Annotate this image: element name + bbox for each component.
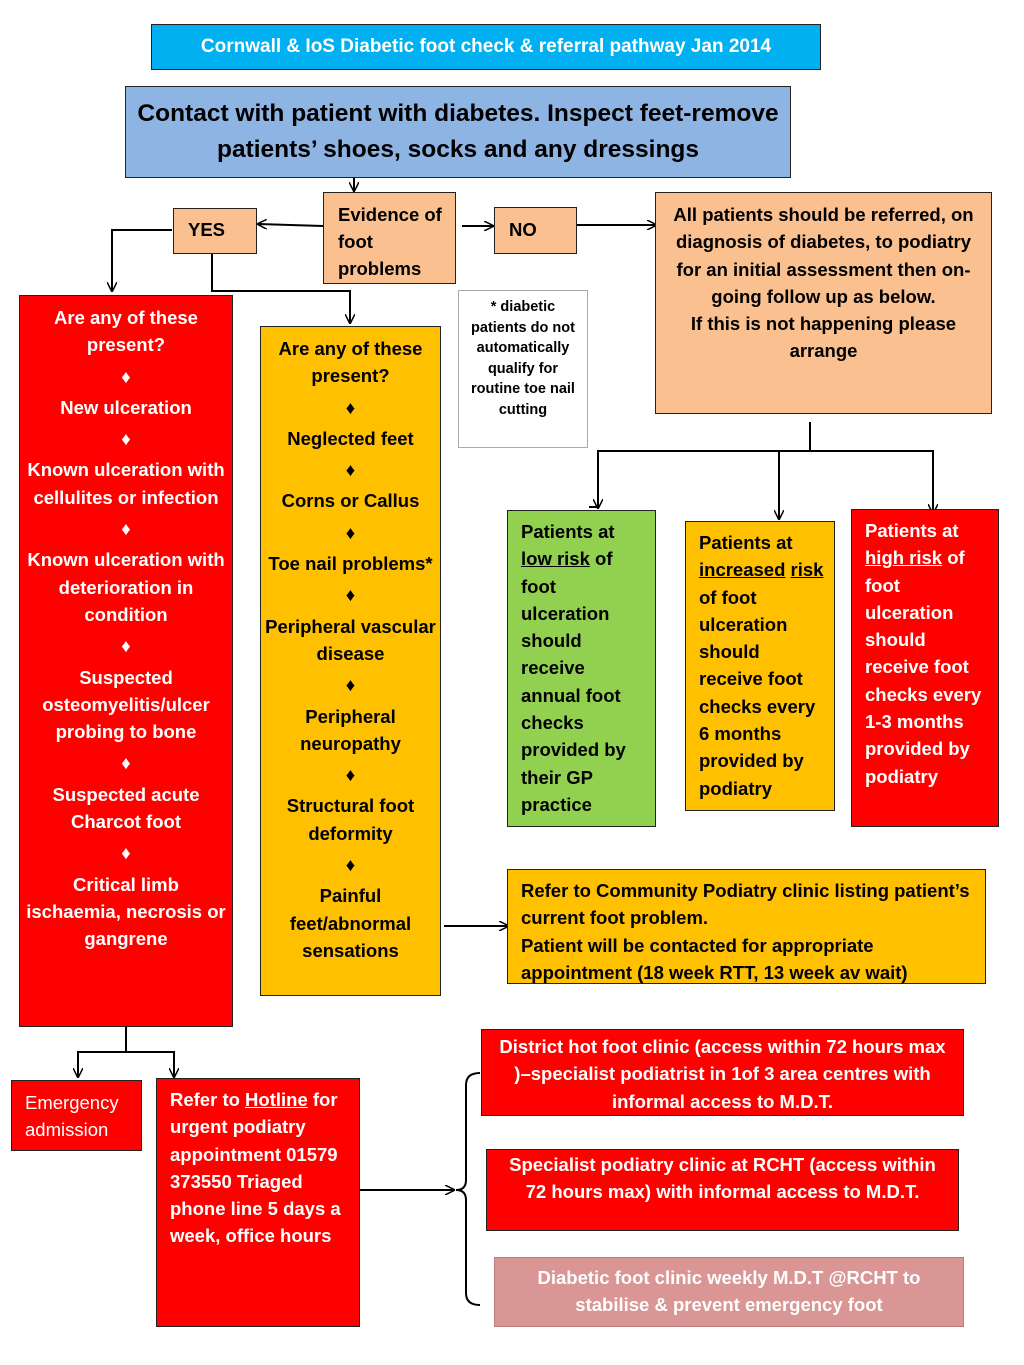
amber-item-toe-nail: Toe nail problems* <box>268 553 433 575</box>
community-podiatry-box: Refer to Community Podiatry clinic listi… <box>507 869 986 984</box>
diamond-icon: ♦ <box>121 752 131 774</box>
arrow-yes-to-red <box>112 229 172 291</box>
diamond-icon: ♦ <box>345 764 356 786</box>
evidence-box: Evidence of foot problems <box>323 192 456 284</box>
diamond-icon: ♦ <box>121 635 131 657</box>
diamond-icon: ♦ <box>345 584 356 606</box>
red-item-known-cellulites: Known ulceration with cellulites or infe… <box>27 459 225 508</box>
red-item-known-deterioration: Known ulceration with deterioration in c… <box>27 549 225 625</box>
amber-item-painful: Painful feet/abnormal sensations <box>289 885 412 961</box>
increased-risk-label-1: increased <box>699 559 786 581</box>
low-risk-box: Patients at low risk of foot ulceration … <box>507 510 656 827</box>
increased-risk-label-2: risk <box>790 559 824 581</box>
amber-criteria-box: Are any of these present? ♦ Neglected fe… <box>260 326 441 996</box>
diamond-icon: ♦ <box>345 459 356 481</box>
diamond-icon: ♦ <box>121 365 131 387</box>
all-patients-box: All patients should be referred, on diag… <box>655 192 992 414</box>
amber-heading: Are any of these present? <box>278 338 423 387</box>
high-risk-label: high risk <box>865 547 943 569</box>
amber-item-vascular: Peripheral vascular disease <box>265 615 436 664</box>
arrow-red-to-hotline <box>126 1051 174 1077</box>
no-text: NO <box>509 219 537 240</box>
increased-risk-pre: Patients at <box>699 532 793 553</box>
amber-item-deformity: Structural foot deformity <box>286 795 415 844</box>
arrow-all-branch <box>589 422 811 508</box>
no-box: NO <box>494 207 577 254</box>
emergency-text: Emergency admission <box>25 1092 119 1141</box>
diamond-icon: ♦ <box>345 521 356 543</box>
red-item-charcot: Suspected acute Charcot foot <box>52 783 200 833</box>
increased-risk-post: of foot ulceration should receive foot c… <box>699 586 816 799</box>
arrow-red-branch <box>78 1027 127 1077</box>
red-item-osteomyelitis: Suspected osteomyelitis/ulcer probing to… <box>42 666 210 743</box>
bracket-clinics <box>455 1072 481 1306</box>
evidence-text: Evidence of foot problems <box>338 204 442 279</box>
low-risk-post: of foot ulceration should receive annual… <box>521 548 626 815</box>
hotline-label: Hotline <box>245 1089 308 1110</box>
low-risk-pre: Patients at <box>521 521 615 542</box>
contact-box: Contact with patient with diabetes. Insp… <box>125 86 791 178</box>
all-patients-text: All patients should be referred, on diag… <box>673 204 974 307</box>
diamond-icon: ♦ <box>345 396 356 418</box>
all-patients-arrange: If this is not happening please arrange <box>690 313 957 362</box>
diamond-icon: ♦ <box>345 854 356 876</box>
district-clinic-box: District hot foot clinic (access within … <box>481 1029 964 1116</box>
arrow-evidence-to-yes <box>258 224 324 226</box>
specialist-text: Specialist podiatry clinic at RCHT (acce… <box>509 1154 936 1203</box>
diamond-icon: ♦ <box>121 428 131 450</box>
amber-item-corns: Corns or Callus <box>281 490 420 512</box>
arrow-to-high <box>810 450 933 513</box>
high-risk-box: Patients at high risk of foot ulceration… <box>851 509 999 827</box>
hotline-post: for urgent podiatry appointment 01579 37… <box>170 1089 341 1247</box>
high-risk-post: of foot ulceration should receive foot c… <box>865 547 982 787</box>
district-text: District hot foot clinic (access within … <box>499 1036 946 1112</box>
toe-nail-note: * diabetic patients do not automatically… <box>458 290 588 448</box>
toe-nail-note-text: * diabetic patients do not automatically… <box>471 299 575 418</box>
yes-box: YES <box>173 208 257 254</box>
specialist-clinic-box: Specialist podiatry clinic at RCHT (acce… <box>486 1149 959 1231</box>
hotline-pre: Refer to <box>170 1089 240 1110</box>
emergency-admission-box: Emergency admission <box>11 1080 142 1151</box>
mdt-clinic-box: Diabetic foot clinic weekly M.D.T @RCHT … <box>494 1257 964 1327</box>
red-item-ischaemia: Critical limb ischaemia, necrosis or gan… <box>26 873 226 950</box>
high-risk-pre: Patients at <box>865 520 959 541</box>
amber-item-neglected: Neglected feet <box>287 427 414 449</box>
increased-risk-box: Patients at increased risk of foot ulcer… <box>685 521 835 811</box>
diamond-icon: ♦ <box>345 674 356 696</box>
mdt-text: Diabetic foot clinic weekly M.D.T @RCHT … <box>537 1267 921 1316</box>
pathway-title-text: Cornwall & IoS Diabetic foot check & ref… <box>200 36 772 57</box>
pathway-title: Cornwall & IoS Diabetic foot check & ref… <box>151 24 821 70</box>
amber-item-neuropathy: Peripheral neuropathy <box>300 705 401 754</box>
red-item-new-ulceration: New ulceration <box>60 396 192 418</box>
red-criteria-box: Are any of these present? ♦ New ulcerati… <box>19 295 233 1027</box>
yes-text: YES <box>188 219 226 240</box>
hotline-box: Refer to Hotline for urgent podiatry app… <box>156 1078 360 1327</box>
low-risk-label: low risk <box>521 548 590 570</box>
diamond-icon: ♦ <box>121 518 131 540</box>
community-line-1: Refer to Community Podiatry clinic listi… <box>521 880 970 929</box>
community-line-2: Patient will be contacted for appropriat… <box>521 934 908 983</box>
diamond-icon: ♦ <box>121 842 131 864</box>
contact-text: Contact with patient with diabetes. Insp… <box>137 100 779 163</box>
red-heading: Are any of these present? <box>54 307 198 356</box>
